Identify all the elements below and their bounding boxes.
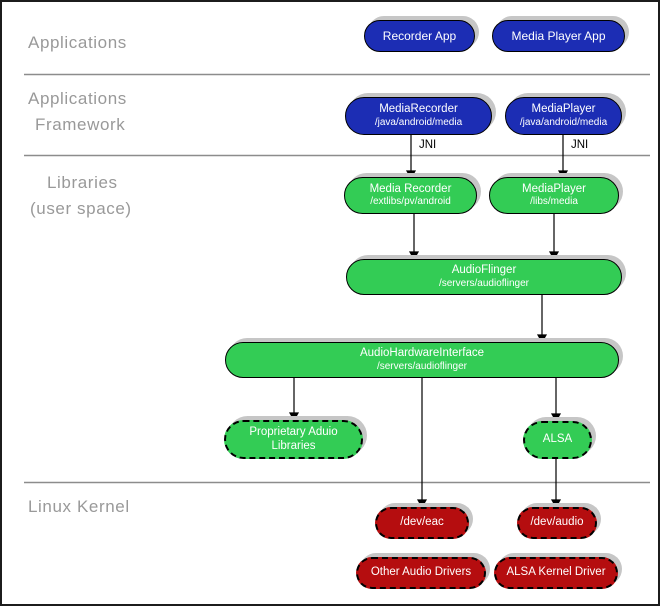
node-title: /dev/audio <box>530 516 584 529</box>
node-title: Recorder App <box>382 28 457 43</box>
connector-arrows <box>288 135 569 509</box>
node-other-audio-drivers: Other Audio Drivers <box>356 557 486 589</box>
node-dev-eac: /dev/eac <box>375 507 469 539</box>
node-subtitle: /servers/audioflinger <box>438 277 530 289</box>
layer-label-text: Libraries <box>47 173 118 192</box>
node-alsa-kernel-driver: ALSA Kernel Driver <box>494 557 618 589</box>
node-mediaplayer-framework: MediaPlayer /java/android/media <box>505 97 622 135</box>
node-title: Media Player App <box>511 28 606 43</box>
node-dev-audio: /dev/audio <box>517 507 597 539</box>
node-subtitle: /libs/media <box>530 196 578 208</box>
node-title: AudioFlinger <box>451 264 517 277</box>
node-audiohardwareinterface: AudioHardwareInterface /servers/audiofli… <box>225 342 619 378</box>
node-title: MediaPlayer <box>522 182 586 195</box>
node-media-player-app: Media Player App <box>492 20 625 52</box>
node-recorder-app: Recorder App <box>364 20 475 52</box>
layer-label-applications: Applications <box>28 30 127 56</box>
node-title: Other Audio Drivers <box>370 566 472 579</box>
node-mediaplayer-library: MediaPlayer /libs/media <box>489 177 619 214</box>
layer-label-applications-framework: Applications Framework <box>28 86 127 138</box>
node-proprietary-audio-libraries: Proprietary Aduio Libraries <box>224 420 363 459</box>
node-title-line2: Libraries <box>271 439 316 452</box>
node-title: MediaPlayer <box>531 103 596 116</box>
layer-label-text: Framework <box>35 115 126 134</box>
node-media-recorder-library: Media Recorder /extlibs/pv/android <box>344 177 477 214</box>
node-title: AudioHardwareInterface <box>359 347 484 360</box>
layer-label-text: Applications <box>28 89 127 108</box>
layer-label-text: (user space) <box>30 199 132 218</box>
jni-label-right: JNI <box>571 139 589 151</box>
node-subtitle: /java/android/media <box>519 116 608 128</box>
node-title: ALSA Kernel Driver <box>506 566 606 579</box>
node-subtitle: /java/android/media <box>374 116 463 128</box>
node-title: Proprietary Aduio <box>249 425 338 438</box>
layer-label-linux-kernel: Linux Kernel <box>28 494 130 520</box>
node-subtitle: /extlibs/pv/android <box>370 196 451 208</box>
node-title: /dev/eac <box>400 516 444 529</box>
layer-divider-lines <box>24 73 650 484</box>
node-alsa: ALSA <box>523 421 592 459</box>
node-title: MediaRecorder <box>379 103 458 116</box>
node-title: ALSA <box>542 433 573 446</box>
jni-label-left: JNI <box>419 139 437 151</box>
layer-label-text: Applications <box>28 33 127 52</box>
node-subtitle: /servers/audioflinger <box>376 360 468 372</box>
node-audioflinger: AudioFlinger /servers/audioflinger <box>346 259 622 295</box>
node-mediarecorder-framework: MediaRecorder /java/android/media <box>345 97 492 135</box>
layer-label-libraries: Libraries (user space) <box>30 170 132 222</box>
layer-label-text: Linux Kernel <box>28 497 130 516</box>
node-title: Media Recorder <box>369 182 452 195</box>
